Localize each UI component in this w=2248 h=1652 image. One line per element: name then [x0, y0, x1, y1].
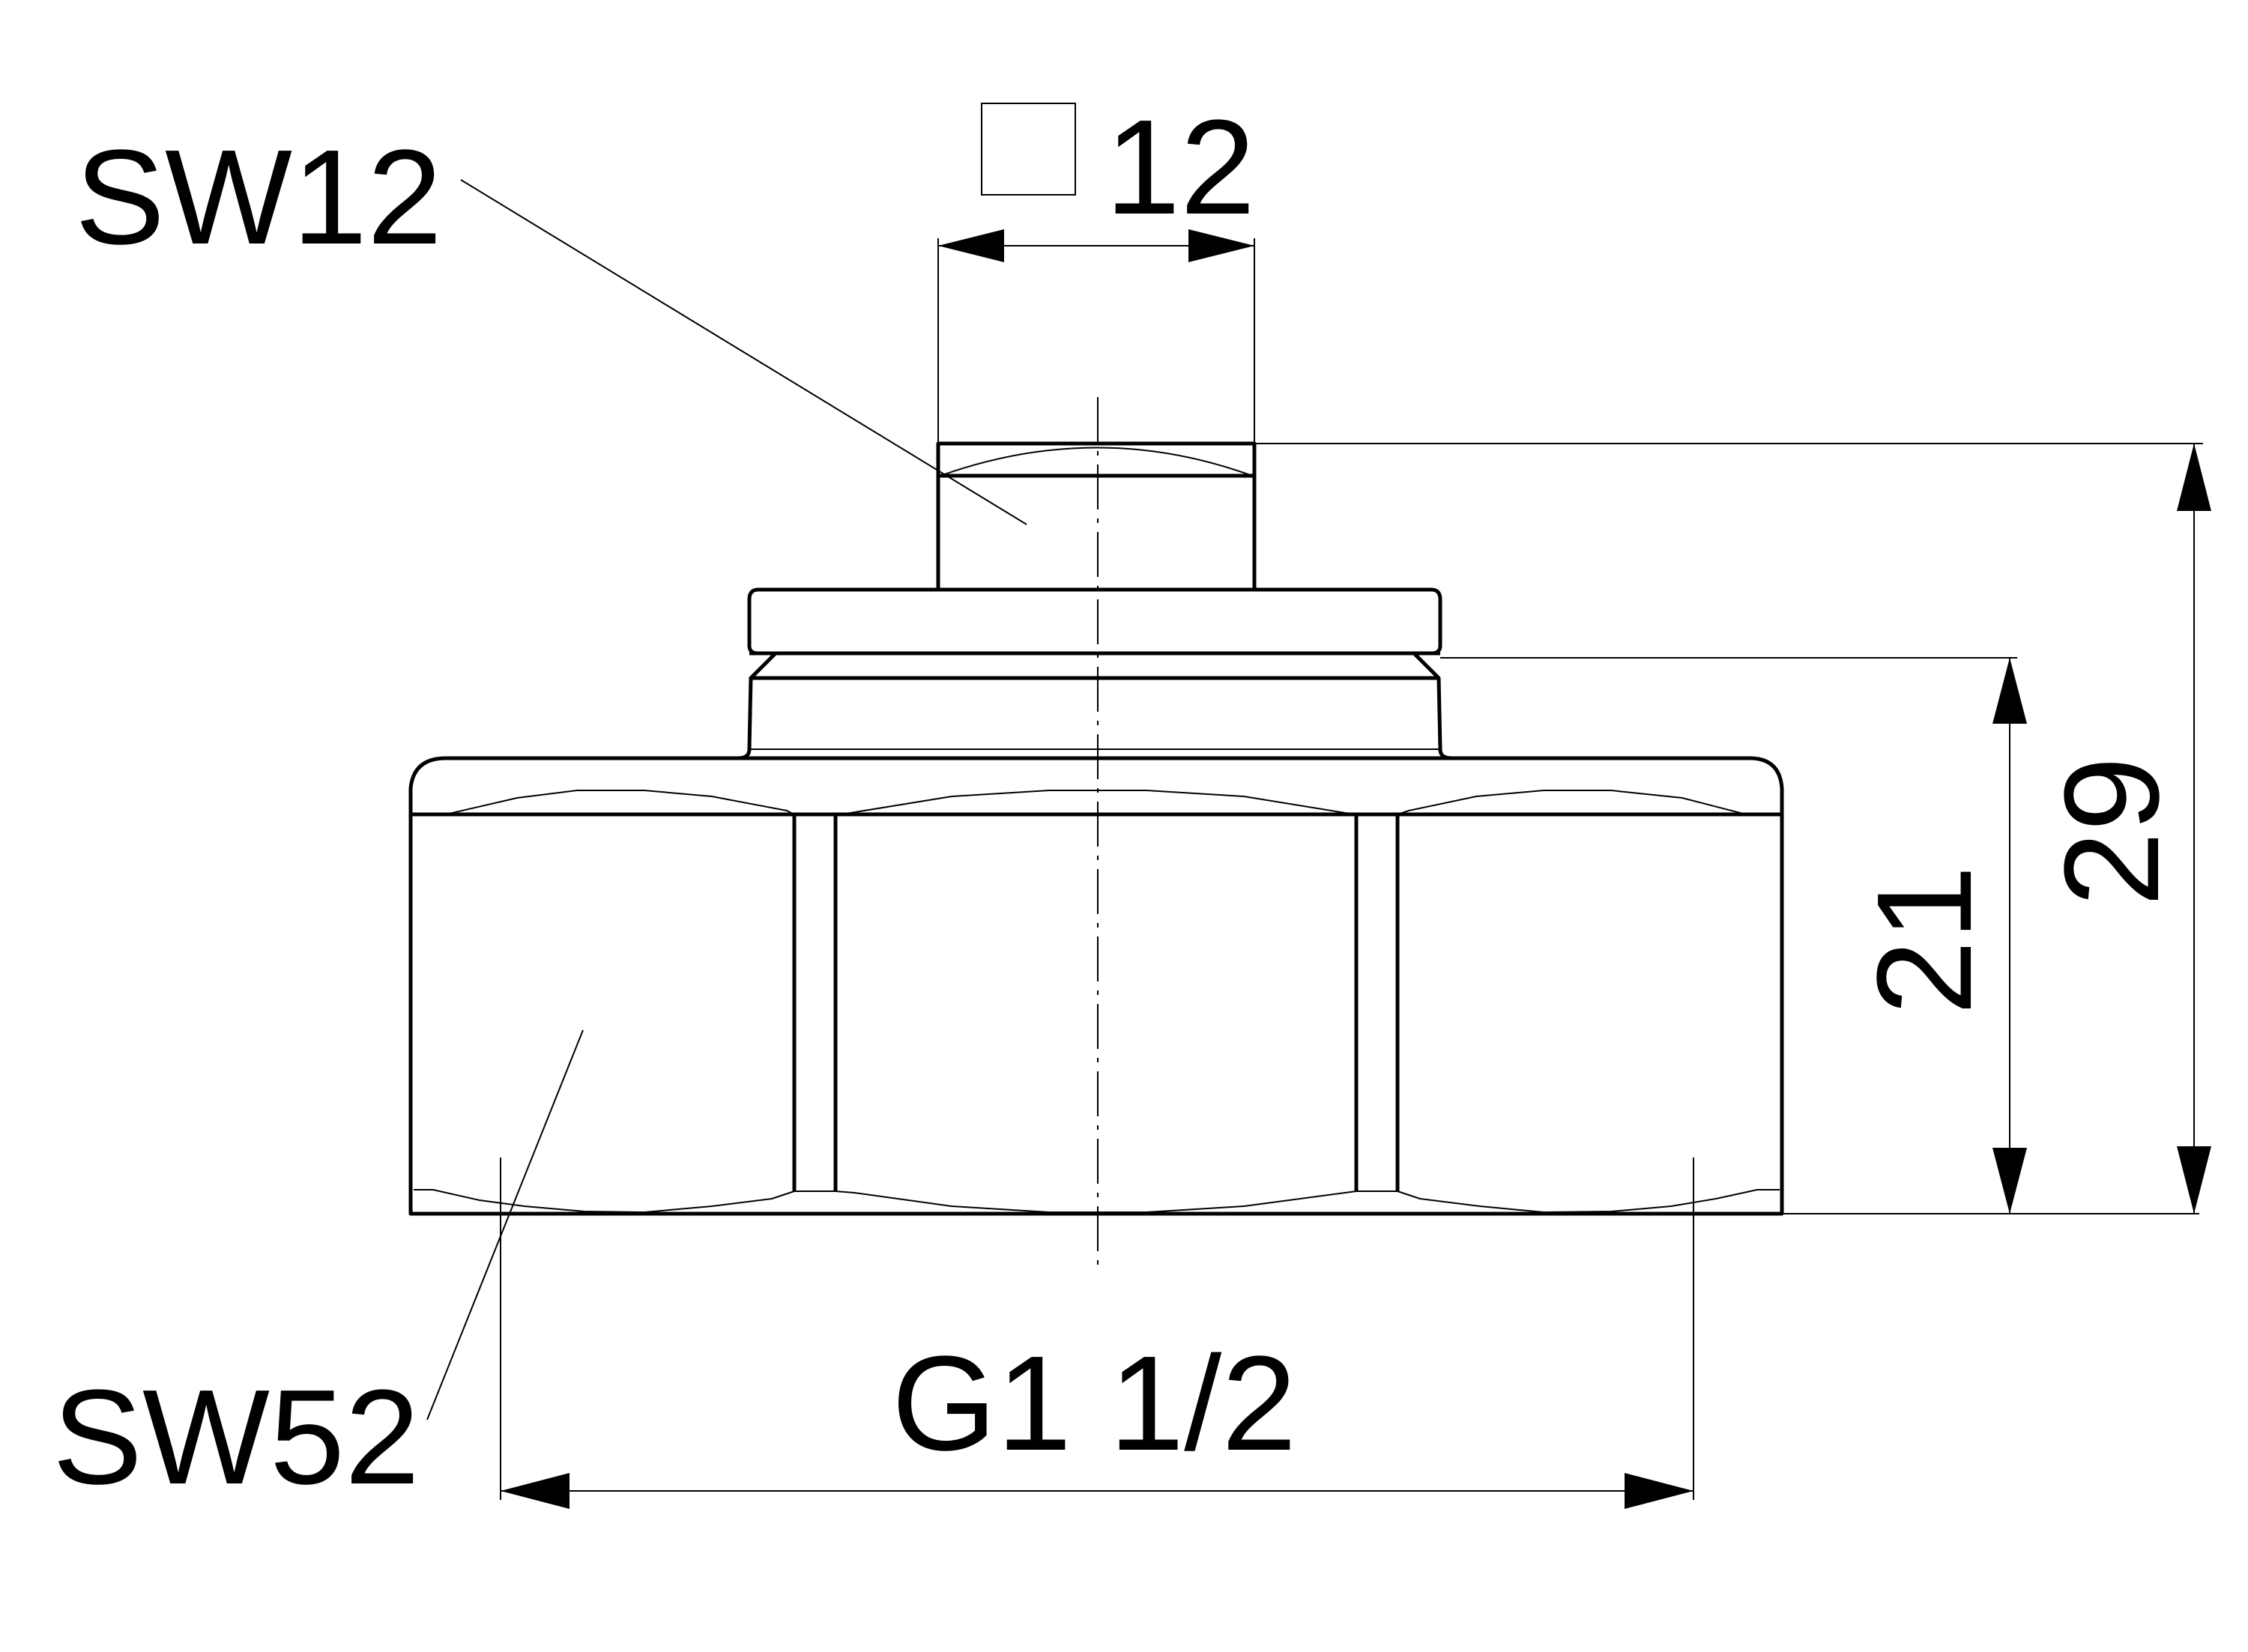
height-29-dimension	[1254, 443, 2211, 1214]
top-wrench-leader	[460, 179, 1027, 525]
square-icon	[981, 103, 1076, 196]
height-29-label: 29	[2037, 757, 2187, 907]
height-21-label: 21	[1849, 865, 2000, 1015]
height-21-dimension	[1440, 657, 2199, 1214]
bottom-wrench-label: SW52	[52, 1362, 420, 1513]
thread-dimension	[500, 1158, 1694, 1509]
top-wrench-label: SW12	[75, 122, 442, 273]
thread-label: G1 1/2	[892, 1328, 1296, 1479]
top-width-dimension	[937, 229, 1255, 444]
top-square-value: 12	[1105, 92, 1255, 243]
bottom-wrench-leader	[426, 1029, 584, 1420]
hex-nut	[408, 756, 1784, 1216]
collar	[737, 587, 1452, 760]
top-square-head	[936, 441, 1257, 592]
